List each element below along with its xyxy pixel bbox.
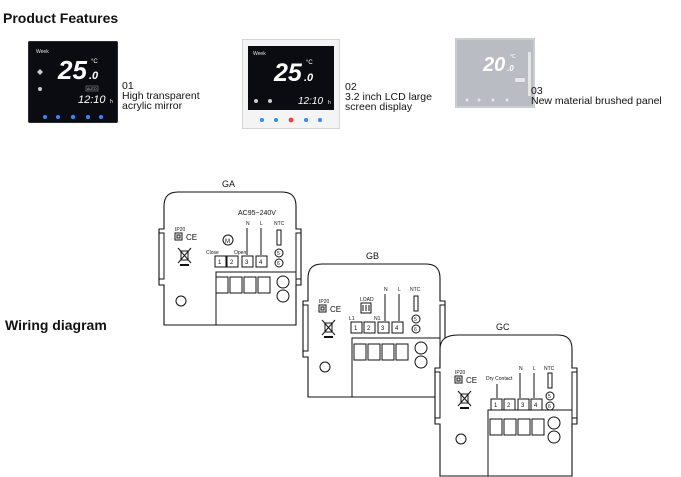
feature-line1: High transparent — [122, 90, 200, 102]
svg-text:4: 4 — [534, 403, 538, 409]
svg-text:25: 25 — [273, 59, 303, 87]
svg-text:20: 20 — [482, 54, 505, 76]
display-decimal: .0 — [89, 70, 99, 82]
svg-text:M: M — [225, 239, 230, 245]
display-temperature: 25 — [57, 55, 87, 85]
svg-text:5: 5 — [548, 394, 551, 400]
feature-line2: acrylic mirror — [122, 100, 183, 112]
svg-text:1: 1 — [494, 403, 498, 409]
svg-text:L: L — [398, 287, 401, 293]
feature-02: 02 3.2 inch LCD large screen display — [345, 81, 432, 113]
svg-text:h: h — [110, 99, 113, 105]
svg-text:L: L — [260, 221, 263, 227]
svg-text:L1: L1 — [349, 316, 355, 322]
wiring-ga: GA IP20 CE AC95~240V N L NTC M Close Ope… — [158, 179, 302, 326]
svg-text:NTC: NTC — [410, 287, 421, 293]
svg-text:Week: Week — [253, 51, 266, 57]
flame-icon — [254, 99, 258, 103]
thermostat-brushed-panel: 20 .0 °C — [455, 38, 535, 108]
svg-text:2: 2 — [507, 403, 511, 409]
svg-text:Close: Close — [206, 250, 219, 256]
svg-text:CE: CE — [330, 305, 341, 314]
svg-text:1: 1 — [354, 326, 358, 332]
feature-01: 01 High transparent acrylic mirror — [122, 80, 200, 112]
ga-voltage: AC95~240V — [238, 210, 276, 217]
svg-text:4: 4 — [395, 326, 399, 332]
svg-text:°C: °C — [510, 54, 516, 60]
wiring-gc: GC IP20 CE Dry Contact N L NTC 1 2 3 4 5… — [434, 322, 578, 477]
svg-text:12:10: 12:10 — [298, 96, 323, 107]
wiring-gb: GB IP20 CE LOAD N L NTC L1 N1 1 2 3 4 5 … — [302, 251, 446, 398]
thermostat-black-acrylic: Week 25 .0 °C AUTO 12:10 h — [28, 41, 118, 123]
ga-title: GA — [222, 179, 235, 189]
wiring-diagram-heading: Wiring diagram — [5, 317, 107, 333]
svg-text:6: 6 — [277, 261, 280, 267]
ip20-label: IP20 — [175, 227, 186, 233]
svg-text:.0: .0 — [507, 64, 514, 73]
svg-text:1: 1 — [218, 260, 222, 266]
svg-text:°C: °C — [306, 60, 313, 66]
motor-icon — [222, 234, 234, 246]
display-clock: 12:10 — [78, 94, 106, 106]
ce-mark: CE — [186, 233, 197, 242]
svg-text:IP20: IP20 — [319, 299, 330, 305]
svg-text:6: 6 — [414, 327, 417, 333]
svg-text:3: 3 — [381, 326, 385, 332]
svg-text:2: 2 — [230, 260, 234, 266]
svg-text:N: N — [519, 366, 523, 372]
weee-bin-icon — [457, 390, 472, 409]
svg-text:5: 5 — [277, 251, 280, 257]
svg-text:h: h — [328, 100, 331, 106]
svg-text:Dry Contact: Dry Contact — [486, 376, 513, 382]
gc-title: GC — [496, 322, 510, 332]
svg-text:NTC: NTC — [544, 366, 555, 372]
svg-text:N: N — [384, 287, 388, 293]
weee-bin-icon — [321, 319, 336, 338]
svg-text:NTC: NTC — [274, 221, 285, 227]
svg-text:5: 5 — [414, 317, 417, 323]
feature-03: 03 New material brushed panel — [531, 85, 662, 107]
feature-num: 01 — [122, 80, 134, 92]
svg-text:3: 3 — [521, 403, 525, 409]
svg-text:IP20: IP20 — [455, 370, 466, 376]
svg-text:N: N — [246, 221, 250, 227]
snowflake-icon — [268, 99, 272, 103]
svg-text:L: L — [533, 366, 536, 372]
display-mode: AUTO — [87, 87, 97, 91]
svg-text:N1: N1 — [374, 316, 381, 322]
thermostat-white-panel: Week 25 .0 °C 12:10 h — [242, 39, 340, 129]
svg-text:LOAD: LOAD — [360, 297, 374, 303]
gb-title: GB — [366, 251, 379, 261]
fan-icon — [37, 69, 43, 75]
svg-text:4: 4 — [259, 260, 263, 266]
svg-text:.0: .0 — [304, 72, 314, 84]
svg-text:CE: CE — [466, 376, 477, 385]
flame-icon — [38, 87, 42, 91]
svg-text:2: 2 — [367, 326, 371, 332]
load-icon — [360, 302, 372, 314]
product-features-heading: Product Features — [3, 10, 119, 26]
svg-text:3: 3 — [245, 260, 249, 266]
display-unit: °C — [91, 59, 98, 65]
svg-text:6: 6 — [548, 404, 551, 410]
svg-text:Open: Open — [234, 250, 246, 256]
display-week-text: Week — [36, 49, 49, 55]
weee-bin-icon — [177, 247, 192, 266]
